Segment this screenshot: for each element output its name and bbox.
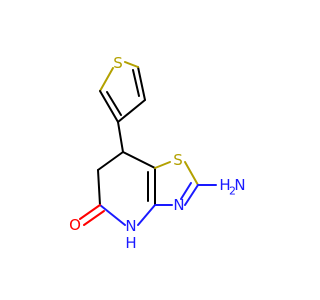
- atom-hydrogen-amino: H: [219, 176, 230, 194]
- bond-c4-c5: [137, 66, 146, 101]
- molecule-structure-diagram: S S N H N 2 N H O: [69, 54, 246, 252]
- lactam-ring: [79, 121, 156, 226]
- bond-c6-c5: [97, 169, 101, 206]
- bond-c7-c6: [97, 151, 124, 171]
- bond-s1-c2: [99, 67, 114, 92]
- bond-n4-c3a: [137, 204, 156, 226]
- thiophene-ring: [99, 61, 146, 123]
- atom-oxygen-carbonyl: O: [69, 216, 81, 234]
- bond-c7a-c7: [122, 151, 156, 169]
- atom-nitrogen-amino: N: [234, 176, 245, 194]
- bond-c5-o-b: [83, 210, 105, 226]
- amino-subscript: 2: [229, 185, 236, 198]
- atom-nitrogen-thiazole: N: [173, 196, 184, 214]
- atom-nitrogen-lactam: N: [125, 217, 136, 235]
- bond-c2-n3-double: [180, 182, 192, 200]
- bond-c4-c5-double: [132, 69, 140, 97]
- atom-sulfur-thiophene: S: [113, 54, 123, 72]
- atom-sulfur-thiazole: S: [173, 151, 183, 169]
- thiazole-ring: [154, 161, 217, 206]
- bond-c5-n4: [99, 204, 126, 226]
- bond-c5-s1: [124, 61, 139, 68]
- bond-c2-c3-double: [106, 91, 122, 116]
- bond-c3-c4: [117, 99, 146, 123]
- bond-s-c2: [184, 161, 199, 186]
- atom-hydrogen-lactam: H: [125, 234, 136, 252]
- bond-c7a-s: [154, 161, 171, 169]
- bond-c5-o-a: [79, 204, 101, 220]
- bond-c2-c3: [99, 90, 119, 123]
- bond-c3-c7: [117, 121, 124, 153]
- bond-c2-n3: [184, 184, 199, 206]
